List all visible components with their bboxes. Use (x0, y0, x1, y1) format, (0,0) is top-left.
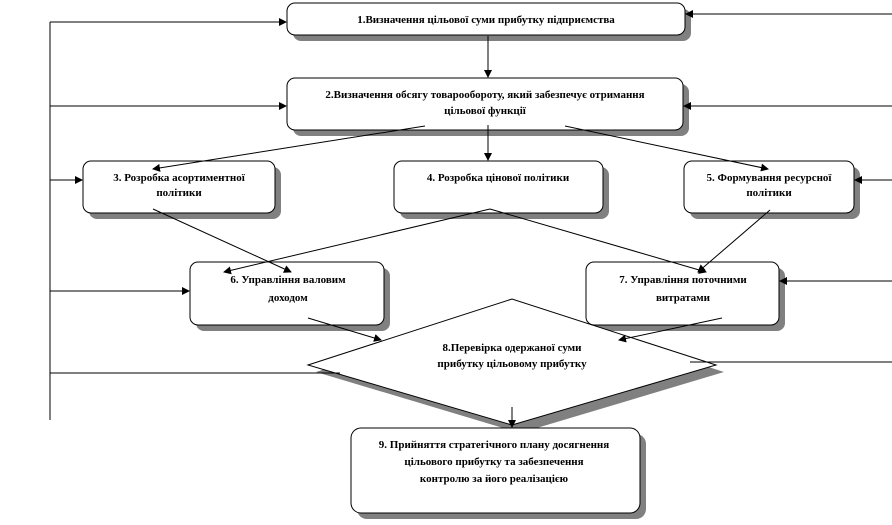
node-9-label-line3: контролю за його реалізацією (420, 473, 568, 485)
node-9-box (350, 427, 641, 514)
node-5-label-line2: політики (746, 187, 792, 199)
node-4-box (393, 160, 604, 214)
node-2-label-line1: 2.Визначення обсягу товарообороту, який … (325, 89, 644, 101)
node-6-label-line2: доходом (268, 292, 308, 304)
node-8-label-line2: прибутку цільовому прибутку (437, 358, 587, 370)
node-3-box (82, 160, 276, 214)
node-8-label-line1: 8.Перевірка одержаної суми (442, 342, 582, 354)
node-2-box (286, 77, 684, 131)
node-1-box (286, 2, 686, 36)
node-4-label: 4. Розробка цінової політики (427, 172, 570, 184)
node-3-label-line1: 3. Розробка асортиментної (113, 172, 245, 184)
node-5-box (683, 160, 855, 214)
node-7-label-line2: витратами (656, 292, 711, 304)
node-3-label-line2: політики (156, 187, 202, 199)
node-6-box (189, 261, 385, 326)
connectors (49, 10, 892, 428)
node-1-label: 1.Визначення цільової суми прибутку підп… (357, 14, 615, 26)
node-7-box (585, 261, 780, 326)
node-5-label-line1: 5. Формування ресурсної (707, 172, 833, 184)
node-8-diamond (306, 298, 718, 426)
node-9-label-line2: цільового прибутку та забезпечення (404, 456, 583, 468)
node-6-label-line1: 6. Управління валовим (230, 274, 346, 286)
node-2-label-line2: цільової функції (444, 105, 527, 117)
node-9-label-line1: 9. Прийняття стратегічного плану досягне… (379, 439, 609, 451)
node-7-label-line1: 7. Управління поточними (619, 274, 747, 286)
